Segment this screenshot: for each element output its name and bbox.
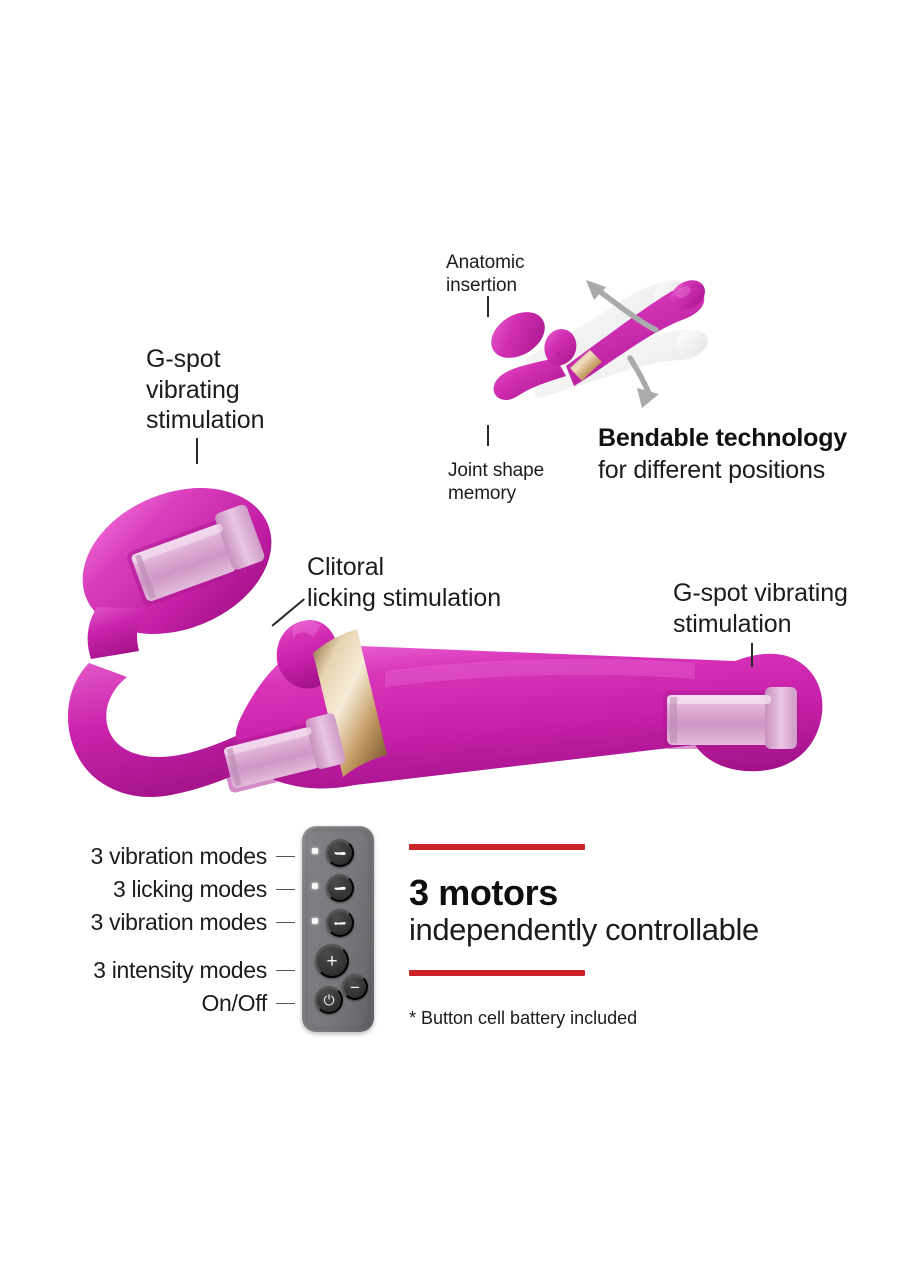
spec-row-licking: 3 licking modes xyxy=(30,873,295,906)
bendable-inset-illustration xyxy=(470,250,890,440)
main-leader-gspot-left xyxy=(196,438,198,464)
intensity-increase-button[interactable]: + xyxy=(315,944,349,978)
toy-glyph-icon xyxy=(334,851,346,855)
motor-2-licking xyxy=(219,713,346,793)
spec-leader-dash xyxy=(276,888,295,891)
main-leader-gspot-right xyxy=(751,643,753,667)
spec-row-onoff: On/Off xyxy=(30,987,295,1020)
remote-spec-list: 3 vibration modes 3 licking modes 3 vibr… xyxy=(30,840,295,1020)
intensity-decrease-button[interactable]: − xyxy=(342,974,368,1000)
main-label-gspot-left: G-spot vibrating stimulation xyxy=(146,345,265,434)
spec-row-vibration-1: 3 vibration modes xyxy=(30,840,295,873)
spec-row-intensity: 3 intensity modes xyxy=(30,954,295,987)
motor-3-vibrating xyxy=(663,687,799,749)
spec-row-vibration-2: 3 vibration modes xyxy=(30,906,295,939)
bendable-technology-title: Bendable technology xyxy=(598,424,848,452)
inset-leader-anatomic-insertion xyxy=(487,296,489,317)
spec-label: On/Off xyxy=(201,990,267,1016)
main-label-clitoral: Clitoral licking stimulation xyxy=(307,553,502,612)
spec-leader-dash xyxy=(276,921,295,924)
accent-rule-top xyxy=(409,844,585,850)
led-indicator-1 xyxy=(312,848,318,854)
led-indicator-2 xyxy=(312,883,318,889)
toy-glyph-icon xyxy=(334,921,346,925)
gold-accent-ring xyxy=(313,629,387,777)
spec-leader-dash xyxy=(276,969,295,972)
mode-button-vibration-2[interactable] xyxy=(326,909,354,937)
inset-label-joint-shape-memory: Joint shape memory xyxy=(448,460,545,504)
toy-glyph-icon xyxy=(334,886,346,890)
inset-leader-joint-shape-memory xyxy=(487,425,489,446)
accent-rule-bottom xyxy=(409,970,585,976)
bend-arrow-down-head xyxy=(637,388,659,408)
spec-leader-dash xyxy=(276,1002,295,1005)
bendable-technology-subtitle: for different positions xyxy=(598,456,826,484)
led-indicator-3 xyxy=(312,918,318,924)
battery-footnote: * Button cell battery included xyxy=(409,1008,638,1028)
inset-product-body xyxy=(491,280,705,400)
main-product-illustration xyxy=(55,455,885,815)
bend-arrow-up-head xyxy=(586,280,606,300)
spec-label: 3 licking modes xyxy=(112,876,267,902)
bend-arrow-up xyxy=(595,287,659,333)
spec-label: 3 intensity modes xyxy=(93,957,267,983)
remote-control[interactable]: + − ⏻ xyxy=(302,826,374,1032)
motor-1-vibrating xyxy=(127,504,265,606)
spec-label: 3 vibration modes xyxy=(90,843,268,869)
mode-button-licking[interactable] xyxy=(326,874,354,902)
inset-label-anatomic-insertion: Anatomic insertion xyxy=(446,252,525,296)
motors-subhead: independently controllable xyxy=(409,912,759,947)
spec-label: 3 vibration modes xyxy=(90,909,268,935)
spec-leader-dash xyxy=(276,855,295,858)
motors-headline: 3 motors xyxy=(409,872,558,913)
mode-button-vibration-1[interactable] xyxy=(326,839,354,867)
main-label-gspot-right: G-spot vibrating stimulation xyxy=(673,579,848,638)
power-button[interactable]: ⏻ xyxy=(315,986,343,1014)
